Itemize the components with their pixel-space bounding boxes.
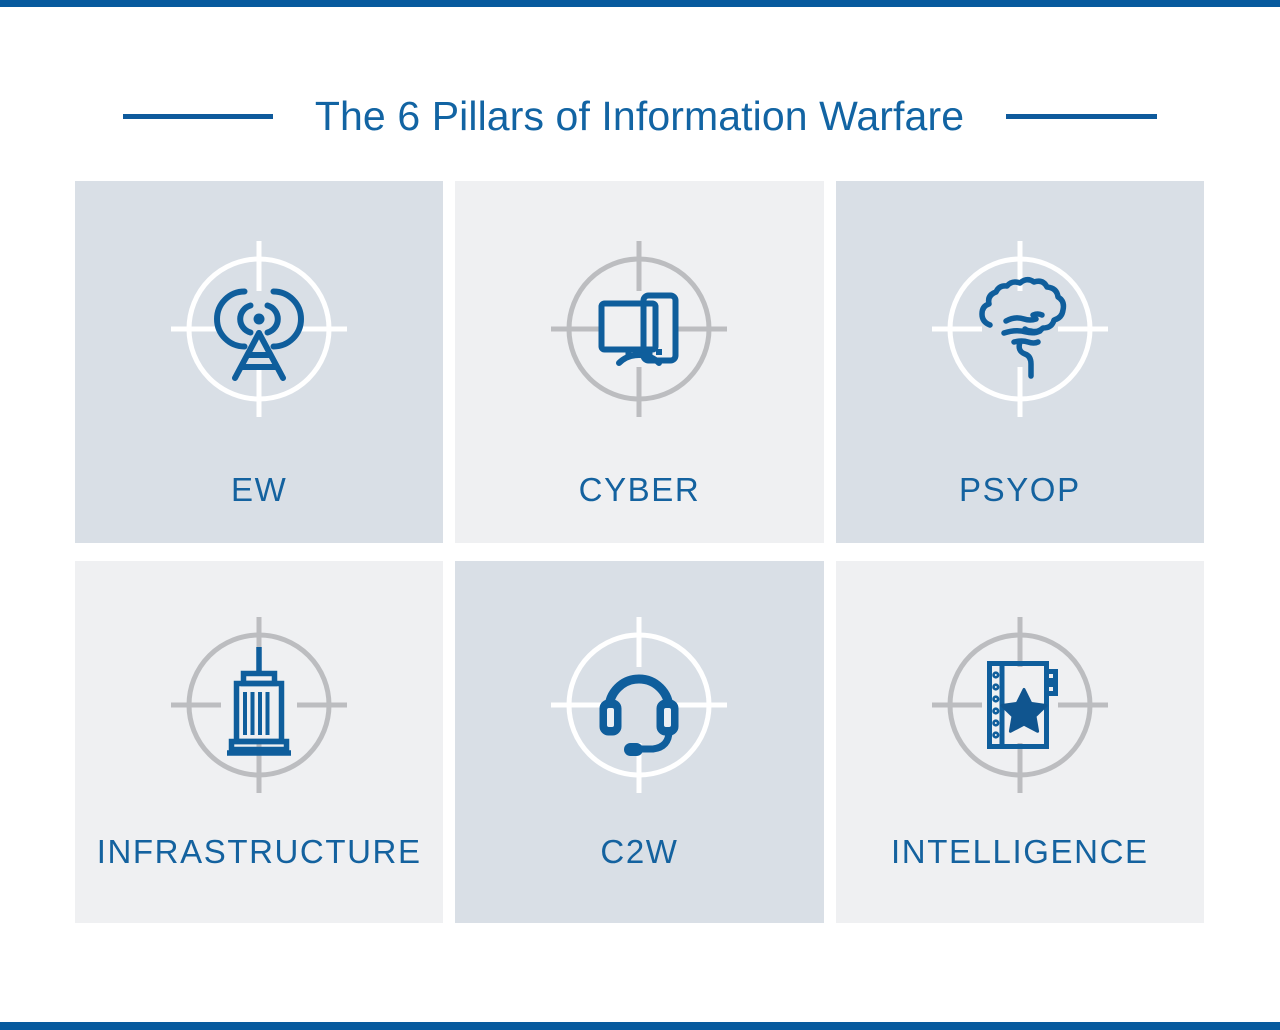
headset-icon (539, 605, 739, 805)
pillar-label-infrastructure: INFRASTRUCTURE (96, 833, 422, 870)
page-title: The 6 Pillars of Information Warfare (314, 92, 965, 139)
broadcast-tower-icon (159, 229, 359, 429)
pillar-card-cyber[interactable]: CYBER (455, 181, 824, 543)
pillar-label-intelligence: INTELLIGENCE (891, 833, 1149, 870)
pillar-card-c2w[interactable]: C2W (455, 561, 824, 923)
bottom-accent-bar (0, 1022, 1280, 1030)
pillar-label-c2w: C2W (600, 833, 679, 870)
monitor-tablet-icon (539, 229, 739, 429)
top-accent-bar (0, 0, 1280, 7)
pillar-label-psyop: PSYOP (958, 471, 1081, 508)
pillar-label-cyber: CYBER (578, 471, 701, 508)
skyscraper-icon (159, 605, 359, 805)
pillar-card-psyop[interactable]: PSYOP (835, 181, 1204, 543)
notebook-star-icon (920, 605, 1120, 805)
pillar-card-intelligence[interactable]: INTELLIGENCE (835, 561, 1204, 923)
brain-icon (920, 229, 1120, 429)
pillar-card-ew[interactable]: EW (75, 181, 444, 543)
pillar-label-ew: EW (230, 471, 288, 508)
title-rule-left (122, 113, 273, 119)
pillar-card-infrastructure[interactable]: INFRASTRUCTURE (75, 561, 444, 923)
title-rule-right (1006, 113, 1158, 119)
page-header: The 6 Pillars of Information Warfare (0, 83, 1280, 149)
pillars-grid: EW (75, 181, 1204, 923)
